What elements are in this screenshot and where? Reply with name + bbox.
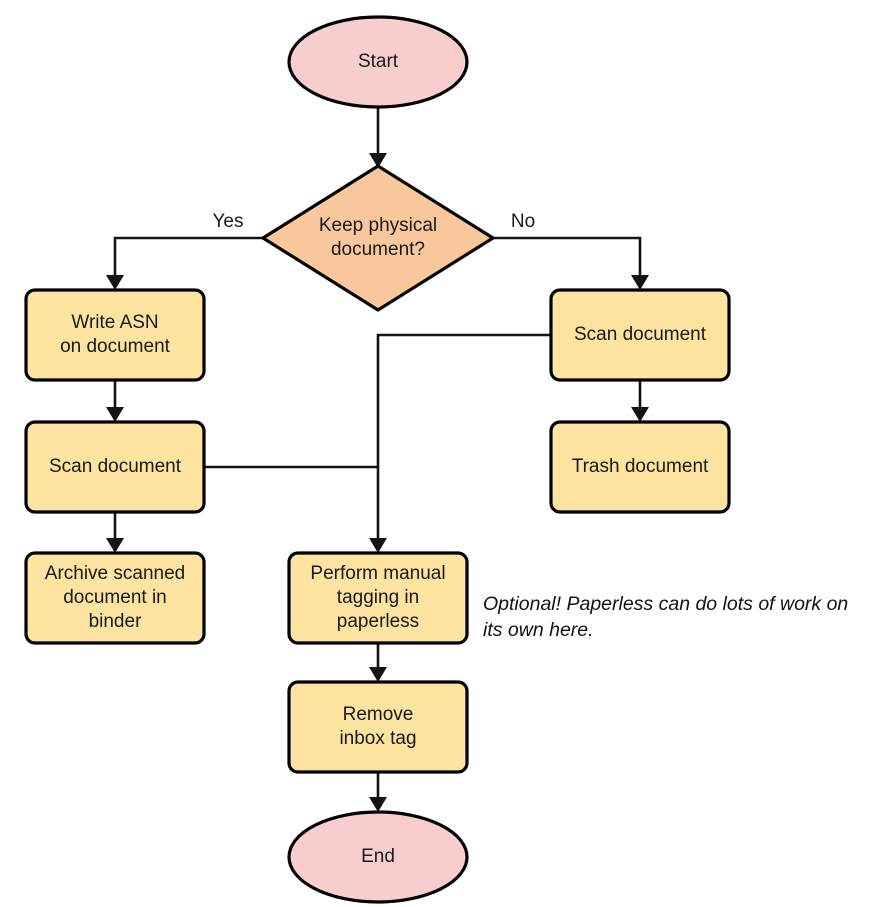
terminator-shape <box>287 15 469 109</box>
edge-remove-inbox-tag-to-end <box>369 772 387 812</box>
edge-decision-no-to-scan-document-right <box>493 236 649 290</box>
terminator-shape <box>287 810 469 904</box>
edge-path <box>493 236 642 282</box>
process-shape <box>24 288 206 382</box>
arrowhead-icon <box>369 538 387 553</box>
node-start[interactable] <box>287 15 469 109</box>
edge-scan-document-right-to-trash <box>631 380 649 422</box>
node-label-end: End <box>361 846 395 867</box>
node-perform-manual-tagging-in-paperless[interactable] <box>287 551 469 645</box>
arrowhead-icon <box>106 275 124 290</box>
node-label-scan-document-left: Scan document <box>49 456 182 477</box>
edge-label-no: No <box>511 211 535 232</box>
decision-shape <box>261 164 495 312</box>
node-trash-document[interactable] <box>549 420 731 514</box>
edge-labels-layer: Yes No <box>213 211 536 232</box>
process-shape <box>24 420 206 514</box>
node-label-scan-document-right: Scan document <box>574 324 707 345</box>
node-end[interactable] <box>287 810 469 904</box>
edges-layer <box>106 107 649 812</box>
process-shape <box>549 420 731 514</box>
edge-decision-yes-to-write-asn <box>106 236 263 290</box>
edge-path <box>113 236 263 282</box>
node-scan-document-right[interactable] <box>549 288 731 382</box>
node-label-trash-document: Trash document <box>572 456 709 477</box>
arrowhead-icon <box>631 407 649 422</box>
annotation-optional-note: Optional! Paperless can do lots of work … <box>483 593 848 641</box>
process-shape <box>549 288 731 382</box>
process-shape <box>24 551 206 645</box>
arrowhead-icon <box>106 538 124 553</box>
node-scan-document-left[interactable] <box>24 420 206 514</box>
edge-start-to-decision <box>369 107 387 168</box>
annotations-layer: Optional! Paperless can do lots of work … <box>483 593 848 641</box>
node-remove-inbox-tag[interactable] <box>287 680 469 774</box>
edge-scan-document-left-to-archive <box>106 512 124 553</box>
arrowhead-icon <box>369 153 387 168</box>
edge-label-yes: Yes <box>213 211 244 232</box>
arrowhead-icon <box>106 407 124 422</box>
arrowhead-icon <box>369 667 387 682</box>
node-keep-physical-document[interactable] <box>261 164 495 312</box>
node-write-asn-on-document[interactable] <box>24 288 206 382</box>
process-shape <box>287 680 469 774</box>
arrowhead-icon <box>631 275 649 290</box>
edge-path <box>376 333 551 545</box>
edge-manual-tagging-to-remove-inbox-tag <box>369 643 387 682</box>
node-label-start: Start <box>358 51 399 72</box>
node-archive-scanned-document-in-binder[interactable] <box>24 551 206 645</box>
arrowhead-icon <box>369 797 387 812</box>
edge-write-asn-to-scan-document-left <box>106 380 124 422</box>
edge-scan-document-right-to-manual-tagging <box>369 333 551 553</box>
process-shape <box>287 551 469 645</box>
